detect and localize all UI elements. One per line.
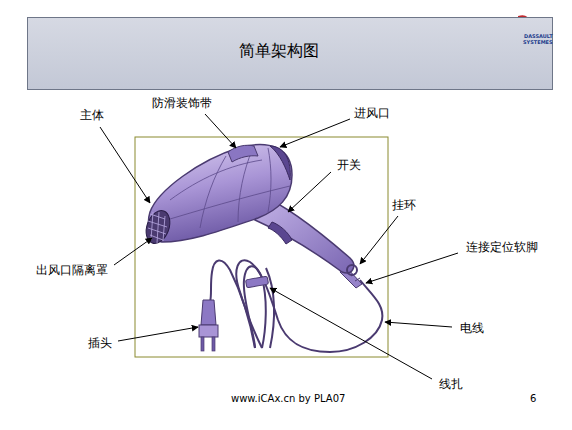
part-label: 挂环 [392,198,416,212]
cable-tie [245,276,268,288]
title-band: 简单架构图 [27,17,553,90]
outlet-grille [142,207,174,246]
part-label: 开关 [337,158,361,172]
leader-lines [100,114,458,379]
plug [199,300,218,351]
part-label: 进风口 [354,106,390,120]
part-label: 主体 [80,108,104,122]
part-label: 插头 [88,336,112,350]
slide-title: 简单架构图 [239,41,319,60]
part-label: 连接定位软脚 [466,240,538,254]
body-lines [160,148,290,228]
image-frame [135,137,388,357]
part-label: 出风口隔离罩 [36,263,108,277]
part-label: 电线 [460,321,484,335]
logo-text: SYSTEMES [523,39,553,45]
logo-text: DASSAULT [524,33,553,39]
air-inlet [270,146,290,180]
power-cord [210,260,382,352]
switch [268,222,292,244]
dryer-body [149,145,293,242]
part-label: 防滑装饰带 [152,96,212,110]
part-label: 线扎 [439,377,463,391]
hang-loop [347,265,357,275]
footer-text: www.iCAx.cn by PLA07 [231,393,345,405]
anti-slip-band [228,145,258,162]
page-number: 6 [530,393,536,405]
